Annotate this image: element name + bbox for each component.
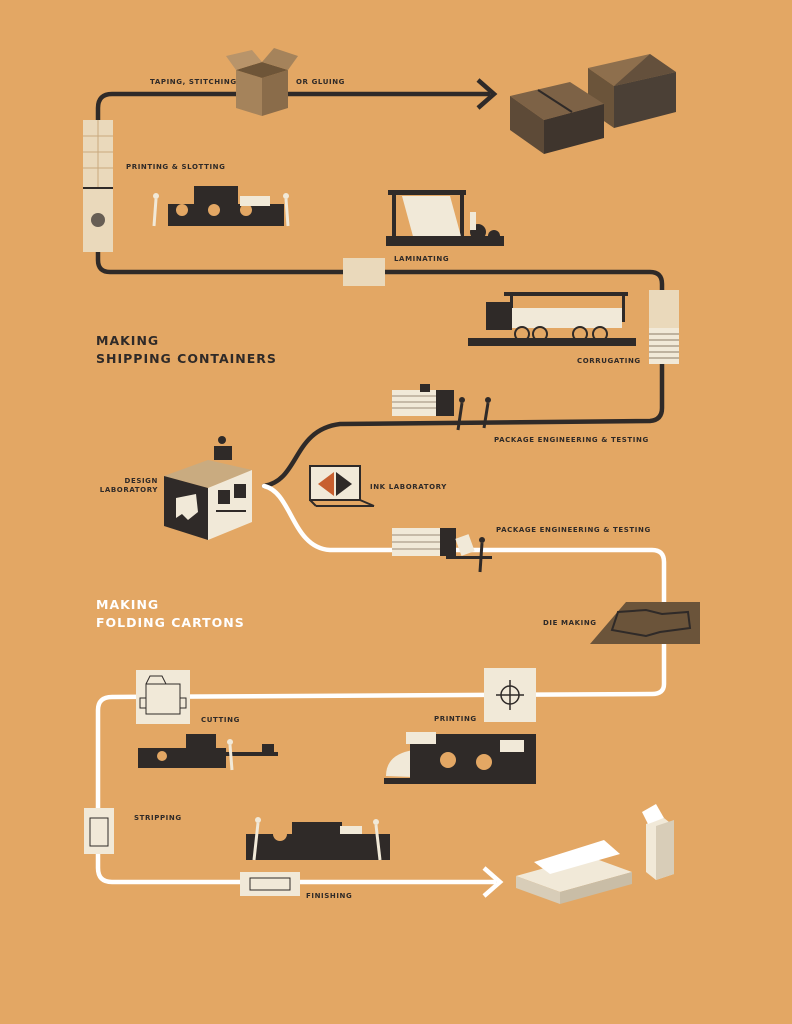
stripping-blank-icon [84, 808, 114, 854]
corrugated-board-stack [649, 290, 679, 364]
heading-folding-cartons: MAKING FOLDING CARTONS [96, 597, 245, 630]
carton-blank-icon [136, 670, 190, 724]
laminating-machine [386, 190, 504, 246]
label-taping-stitching: TAPING, STITCHING [150, 78, 237, 86]
corrugating-machine [468, 292, 636, 346]
folding-carton-icon [516, 804, 674, 904]
label-corrugating: CORRUGATING [577, 357, 641, 365]
label-or-gluing: OR GLUING [296, 78, 346, 86]
carton-flow-line [95, 483, 667, 885]
label-package-engineering-bottom: PACKAGE ENGINEERING & TESTING [496, 526, 651, 534]
testing-station-bottom [392, 528, 492, 573]
carton-printing-press [384, 732, 536, 784]
stripping-machine [246, 817, 390, 861]
heading-shipping-containers: MAKING SHIPPING CONTAINERS [96, 333, 277, 366]
open-box-icon [226, 48, 298, 116]
cutting-machine [138, 734, 278, 771]
label-laminating: LAMINATING [394, 255, 450, 263]
label-printing: PRINTING [434, 715, 477, 723]
shipping-arrowhead [476, 78, 498, 110]
die-board-icon [590, 602, 700, 644]
label-stripping: STRIPPING [134, 814, 182, 822]
ink-laboratory-easel [309, 465, 375, 507]
label-finishing: FINISHING [306, 892, 353, 900]
label-ink-laboratory: INK LABORATORY [370, 483, 447, 491]
label-package-engineering-top: PACKAGE ENGINEERING & TESTING [494, 436, 649, 444]
carton-arrowhead [482, 866, 504, 898]
finishing-blank-icon [240, 872, 300, 896]
laminated-sheet [343, 258, 385, 286]
printing-slotting-machine [152, 186, 290, 227]
corrugated-sheet-strip [83, 120, 113, 252]
design-laboratory-cube [164, 436, 252, 540]
label-design-laboratory: DESIGN LABORATORY [99, 477, 158, 494]
shipping-flow-line [95, 91, 665, 489]
label-printing-slotting: PRINTING & SLOTTING [126, 163, 226, 171]
label-cutting: CUTTING [201, 716, 240, 724]
crosshair-icon [484, 668, 536, 722]
testing-station-top [392, 384, 491, 431]
shipping-boxes-icon [510, 54, 676, 154]
label-die-making: DIE MAKING [543, 619, 597, 627]
